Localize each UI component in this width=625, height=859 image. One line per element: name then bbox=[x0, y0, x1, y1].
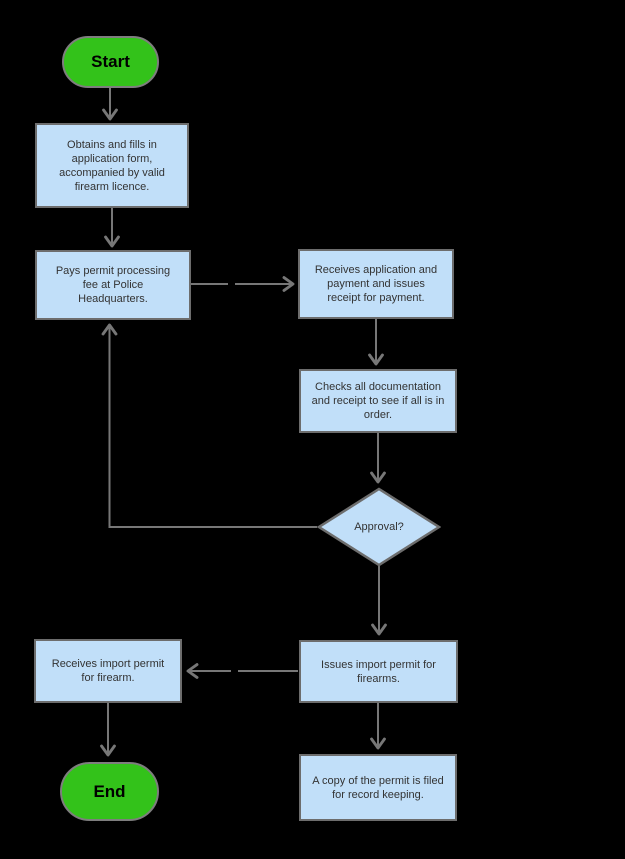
node-obtain-form-label: Obtains and fills in application form, a… bbox=[59, 138, 165, 193]
node-end: End bbox=[60, 762, 159, 821]
node-receive-permit: Receives import permit for firearm. bbox=[34, 639, 182, 703]
node-file-copy-label: A copy of the permit is filed for record… bbox=[312, 774, 444, 801]
node-check-docs: Checks all documentation and receipt to … bbox=[299, 369, 457, 433]
node-pay-fee-label: Pays permit processing fee at Police Hea… bbox=[55, 265, 171, 305]
node-pay-fee: Pays permit processing fee at Police Hea… bbox=[35, 250, 191, 320]
node-end-label: End bbox=[93, 781, 126, 801]
node-approval: Approval? bbox=[317, 487, 441, 567]
node-start: Start bbox=[62, 36, 159, 88]
node-issue-permit-label: Issues import permit for firearms. bbox=[321, 658, 436, 685]
node-check-docs-label: Checks all documentation and receipt to … bbox=[311, 381, 445, 421]
node-file-copy: A copy of the permit is filed for record… bbox=[299, 754, 457, 821]
node-receive-permit-label: Receives import permit for firearm. bbox=[51, 658, 165, 684]
diamond-icon bbox=[317, 487, 441, 567]
node-start-label: Start bbox=[91, 52, 130, 71]
node-approval-label: Approval? bbox=[354, 521, 404, 533]
node-obtain-form: Obtains and fills in application form, a… bbox=[35, 123, 189, 208]
node-issue-permit: Issues import permit for firearms. bbox=[299, 640, 458, 703]
edge-approval-to-pay-fee-loop bbox=[101, 323, 317, 528]
node-receive-payment-label: Receives application and payment and iss… bbox=[314, 264, 438, 304]
node-receive-payment: Receives application and payment and iss… bbox=[298, 249, 454, 319]
